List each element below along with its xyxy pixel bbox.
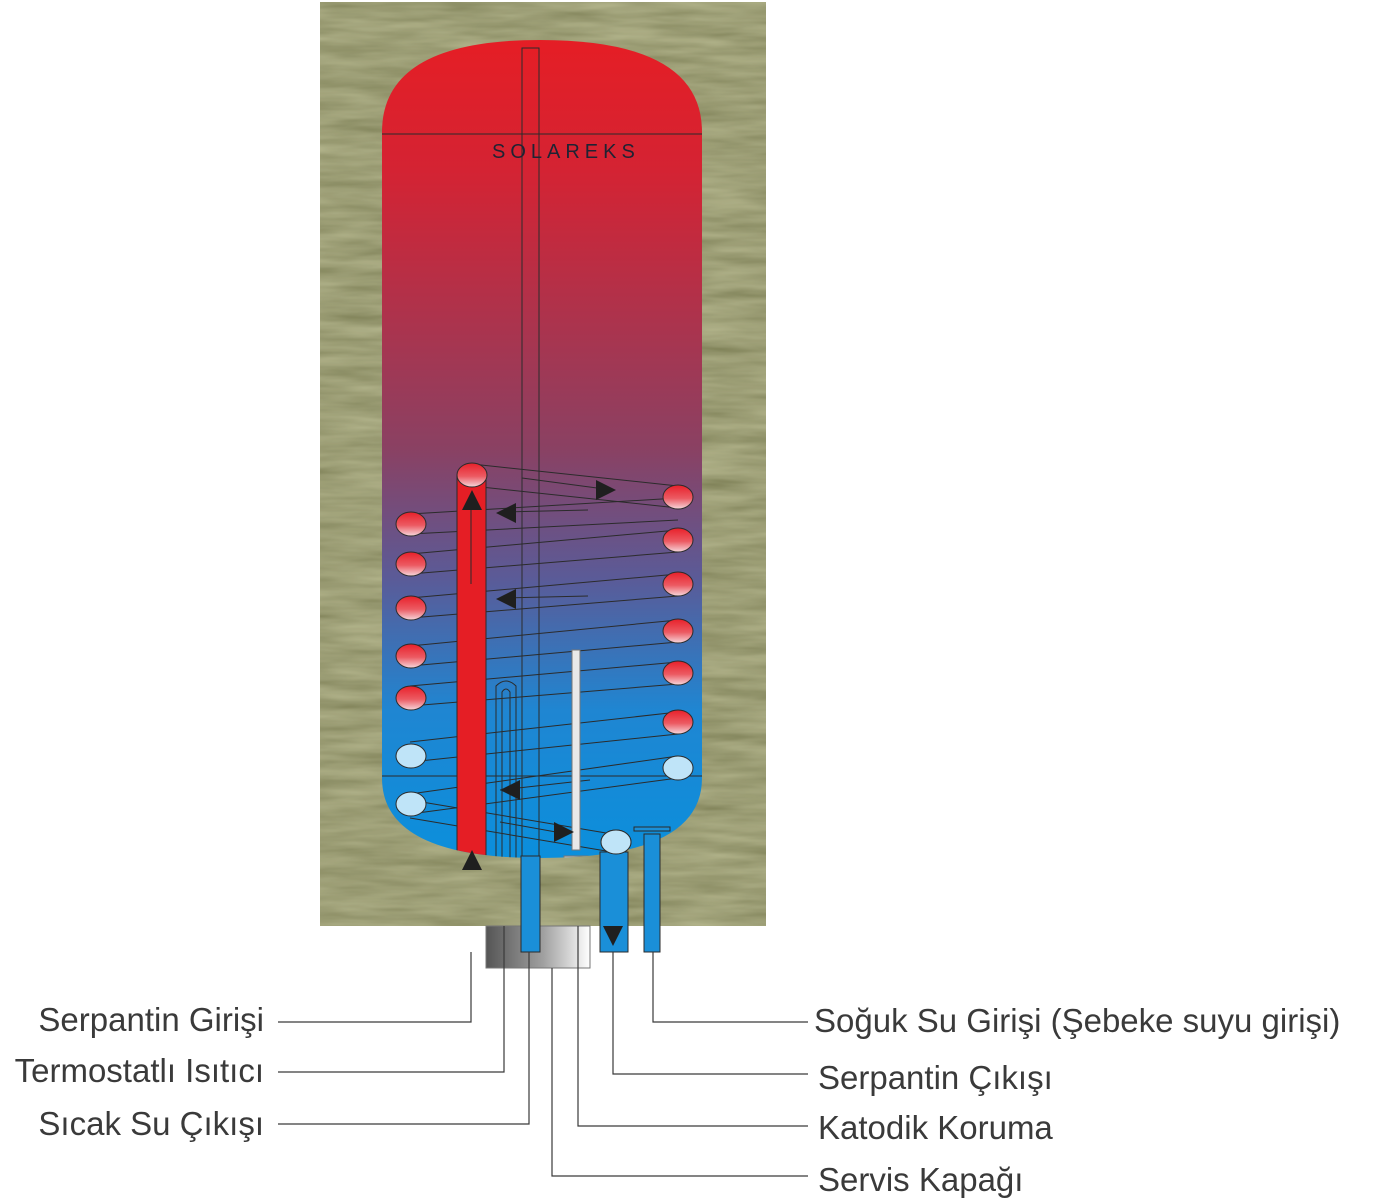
arrow-left-icon	[496, 503, 516, 523]
coil-tube	[395, 511, 427, 537]
label-termostatli-isitici: Termostatlı Isıtıcı	[14, 1052, 264, 1089]
leader-lines	[278, 926, 808, 1177]
leader-servis-kapagi	[551, 968, 808, 1177]
arrow-right-icon	[596, 480, 616, 500]
coil-connecting-lines	[409, 463, 679, 853]
arrow-right-icon	[554, 822, 574, 842]
coil-tube	[662, 484, 694, 510]
coil-tube	[395, 643, 427, 669]
coil-tube	[662, 527, 694, 553]
label-serpantin-girisi: Serpantin Girişi	[38, 1001, 264, 1038]
label-katodik-koruma: Katodik Koruma	[818, 1109, 1053, 1146]
hot-water-outlet-pipe	[521, 47, 540, 858]
coil-tube	[395, 595, 427, 621]
coil-tube	[662, 709, 694, 735]
coil-tube	[662, 571, 694, 597]
leader-serpantin-girisi	[278, 952, 472, 1023]
leader-katodik-koruma	[577, 926, 808, 1127]
leader-termostatli-isitici	[278, 926, 505, 1073]
label-soguk-su-girisi: Soğuk Su Girişi (Şebeke suyu girişi)	[814, 1002, 1341, 1039]
arrow-left-icon	[496, 589, 516, 609]
label-servis-kapagi: Servis Kapağı	[818, 1161, 1024, 1198]
arrow-left-icon	[500, 780, 520, 800]
anode-rod	[571, 649, 581, 851]
arrow-up-icon	[462, 490, 482, 510]
cold-water-inlet-pipe	[643, 833, 661, 953]
coil-tube	[662, 755, 694, 781]
coil-tube	[395, 685, 427, 711]
arrow-down-icon	[603, 926, 623, 946]
leader-soguk-su-girisi	[652, 952, 808, 1023]
thermostat-heater	[495, 680, 517, 858]
arrow-up-icon	[462, 850, 482, 870]
leader-serpantin-cikisi	[612, 952, 808, 1075]
hot-water-outlet-stub	[520, 855, 541, 953]
coil-tube	[395, 791, 427, 817]
serpentine-outlet-tube	[600, 829, 632, 855]
coil-tube	[395, 551, 427, 577]
coil-tube	[456, 462, 488, 488]
coil-tube	[395, 743, 427, 769]
coil-tube	[662, 660, 694, 686]
label-serpantin-cikisi: Serpantin Çıkışı	[818, 1059, 1053, 1096]
coil-tube	[662, 618, 694, 644]
label-sicak-su-cikisi: Sıcak Su Çıkışı	[38, 1105, 264, 1142]
coil-tubes	[395, 462, 694, 855]
cold-inlet-cap	[633, 826, 671, 832]
brand-logo: SOLAREKS	[492, 141, 640, 163]
leader-sicak-su-cikisi	[278, 952, 530, 1125]
